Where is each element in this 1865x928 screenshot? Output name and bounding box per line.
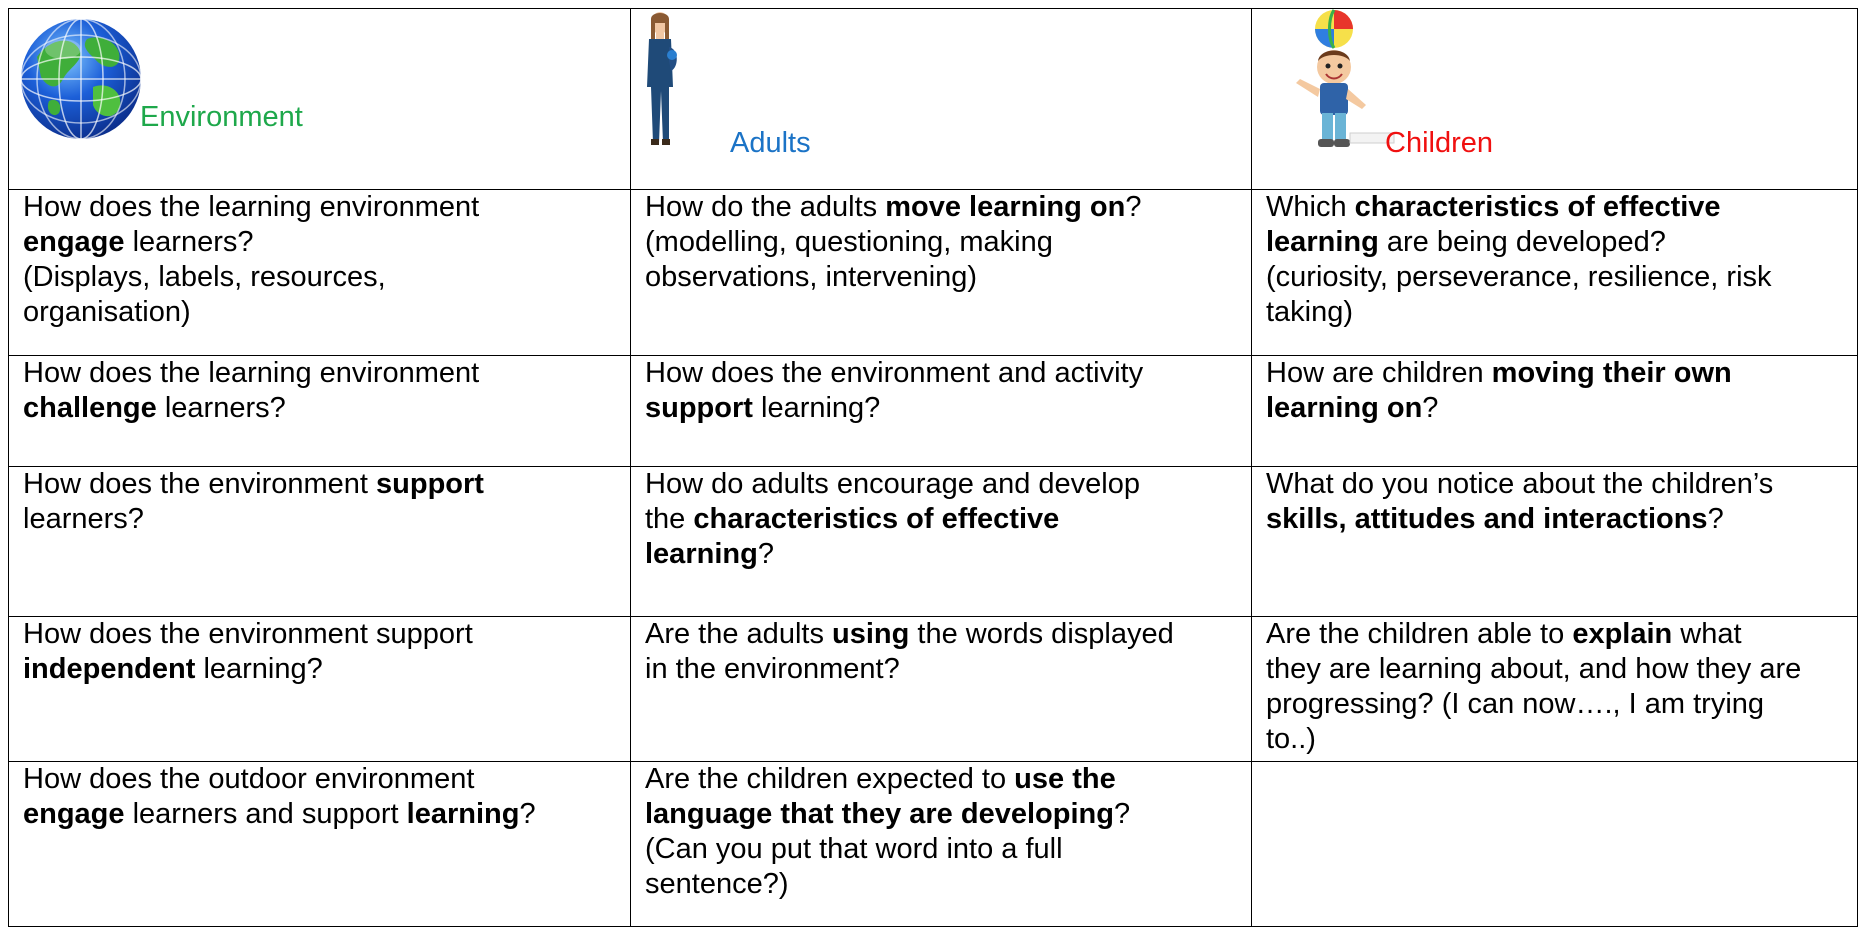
cell-text: learners? xyxy=(23,503,144,535)
cell-children-moving-own-learning: How are children moving their own learni… xyxy=(1251,355,1858,467)
table-row: How does the outdoor environment engage … xyxy=(8,761,1858,927)
cell-emphasis: learning xyxy=(1266,226,1379,258)
cell-text: ? xyxy=(757,538,774,570)
children-heading: Children xyxy=(1385,127,1493,159)
cell-environment-independent: How does the environment support indepen… xyxy=(8,616,631,762)
cell-text: they are learning about, and how they ar… xyxy=(1266,653,1802,685)
cell-emphasis: engage xyxy=(23,226,125,258)
cell-text: (modelling, questioning, making xyxy=(645,226,1053,258)
cell-emphasis: challenge xyxy=(23,392,157,424)
cell-text: learners and support xyxy=(124,798,407,830)
table-row: How does the learning environment engage… xyxy=(8,189,1858,356)
cell-emphasis: learning on xyxy=(1266,392,1423,424)
cell-text: Which xyxy=(1266,191,1355,223)
cell-text: to..) xyxy=(1266,723,1316,755)
table-row: How does the learning environment challe… xyxy=(8,355,1858,467)
header-environment: Environment xyxy=(8,8,631,190)
observation-prompt-table: Environment Adults xyxy=(8,8,1858,927)
cell-adults-using-words: Are the adults using the words displayed… xyxy=(630,616,1252,762)
adult-figure-icon xyxy=(647,12,677,145)
cell-environment-support: How does the environment support learner… xyxy=(8,466,631,617)
cell-text: How does the learning environment xyxy=(23,357,480,389)
cell-emphasis: moving their own xyxy=(1491,357,1732,389)
cell-text: How does the learning environment xyxy=(23,191,480,223)
cell-emphasis: characteristics of effective xyxy=(1354,191,1721,223)
cell-text: (curiosity, perseverance, resilience, ri… xyxy=(1266,261,1772,293)
header-row: Environment Adults xyxy=(8,8,1858,190)
cell-emphasis: explain xyxy=(1572,618,1673,650)
cell-text: Are the adults xyxy=(645,618,832,650)
cell-text: ? xyxy=(519,798,536,830)
cell-text: ? xyxy=(1125,191,1142,223)
cell-text: taking) xyxy=(1266,296,1354,328)
cell-environment-engage: How does the learning environment engage… xyxy=(8,189,631,356)
environment-heading: Environment xyxy=(140,101,303,133)
child-with-ball-icon xyxy=(1296,9,1395,147)
cell-emphasis: learning xyxy=(645,538,758,570)
cell-text: How does the environment and activity xyxy=(645,357,1144,389)
cell-children-notice: What do you notice about the children’s … xyxy=(1251,466,1858,617)
cell-text: are being developed? xyxy=(1378,226,1666,258)
table-row: How does the environment support learner… xyxy=(8,466,1858,617)
cell-emphasis: support xyxy=(376,468,484,500)
cell-text: what xyxy=(1672,618,1742,650)
cell-text: How do adults encourage and develop xyxy=(645,468,1140,500)
cell-text: organisation) xyxy=(23,296,191,328)
cell-emphasis: independent xyxy=(23,653,196,685)
cell-adults-move-learning: How do the adults move learning on? (mod… xyxy=(630,189,1252,356)
cell-text: progressing? (I can now…., I am trying xyxy=(1266,688,1765,720)
cell-emphasis: support xyxy=(645,392,753,424)
cell-emphasis: engage xyxy=(23,798,125,830)
cell-emphasis: characteristics of effective xyxy=(693,503,1060,535)
cell-text: learning? xyxy=(195,653,323,685)
cell-children-characteristics: Which characteristics of effective learn… xyxy=(1251,189,1858,356)
cell-environment-outdoor: How does the outdoor environment engage … xyxy=(8,761,631,927)
cell-text: learning? xyxy=(752,392,881,424)
table-row: How does the environment support indepen… xyxy=(8,616,1858,762)
cell-emphasis: use the xyxy=(1014,763,1116,795)
cell-text: How does the outdoor environment xyxy=(23,763,475,795)
cell-text: How are children xyxy=(1266,357,1492,389)
cell-text: ? xyxy=(1113,798,1131,830)
cell-emphasis: learning xyxy=(406,798,520,830)
cell-emphasis: skills, attitudes and interactions xyxy=(1266,503,1708,535)
cell-text: the words displayed xyxy=(909,618,1174,650)
cell-adults-encourage: How do adults encourage and develop the … xyxy=(630,466,1252,617)
cell-empty xyxy=(1251,761,1858,927)
cell-text: in the environment? xyxy=(645,653,900,685)
cell-text: ? xyxy=(1707,503,1724,535)
cell-text: the xyxy=(645,503,694,535)
cell-text: What do you notice about the children’s xyxy=(1266,468,1774,500)
cell-text: learners? xyxy=(124,226,254,258)
cell-emphasis: language that they are developing xyxy=(645,798,1114,830)
cell-text: ? xyxy=(1422,392,1439,424)
adults-heading: Adults xyxy=(730,127,811,159)
cell-emphasis: using xyxy=(832,618,910,650)
globe-icon xyxy=(20,18,142,140)
cell-environment-challenge: How does the learning environment challe… xyxy=(8,355,631,467)
cell-text: observations, intervening) xyxy=(645,261,978,293)
cell-adults-support: How does the environment and activity su… xyxy=(630,355,1252,467)
cell-emphasis: move learning on xyxy=(885,191,1126,223)
cell-text: How do the adults xyxy=(645,191,886,223)
cell-text: learners? xyxy=(156,392,286,424)
cell-text: Are the children expected to xyxy=(645,763,1015,795)
cell-text: (Displays, labels, resources, xyxy=(23,261,386,293)
header-adults: Adults xyxy=(630,8,1252,190)
cell-text: (Can you put that word into a full xyxy=(645,833,1063,865)
cell-text: sentence?) xyxy=(645,868,789,900)
cell-text: How does the environment xyxy=(23,468,377,500)
cell-children-explain: Are the children able to explain what th… xyxy=(1251,616,1858,762)
header-children: Children xyxy=(1251,8,1858,190)
cell-text: How does the environment support xyxy=(23,618,473,650)
cell-adults-language: Are the children expected to use the lan… xyxy=(630,761,1252,927)
cell-text: Are the children able to xyxy=(1266,618,1573,650)
